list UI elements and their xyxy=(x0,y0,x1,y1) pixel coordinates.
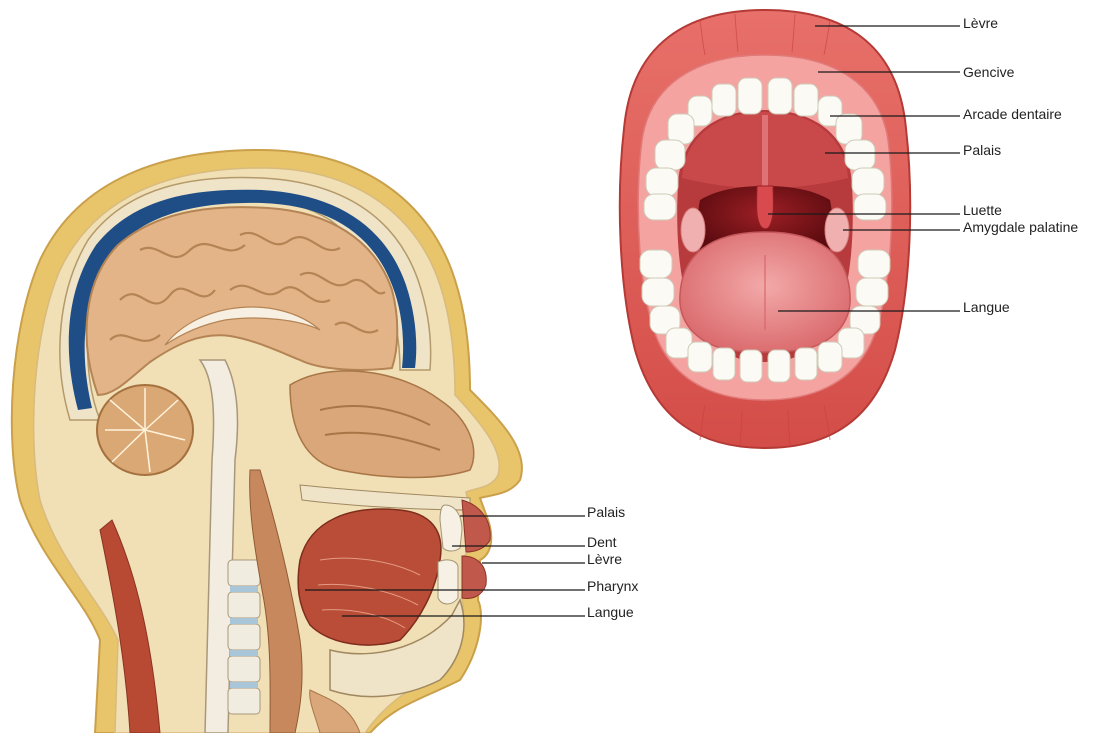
cerebellum xyxy=(97,385,193,475)
upper-lip xyxy=(462,500,490,552)
label-arcade-dentaire: Arcade dentaire xyxy=(963,106,1062,122)
label-langue-mouth: Langue xyxy=(963,299,1010,315)
tonsil-left xyxy=(681,208,705,252)
vertebrae xyxy=(228,560,260,714)
label-levre-mouth: Lèvre xyxy=(963,15,998,31)
uvula xyxy=(757,186,774,229)
label-luette: Luette xyxy=(963,202,1002,218)
open-mouth-illustration xyxy=(620,10,910,448)
label-dent: Dent xyxy=(587,534,617,550)
label-palais-mouth: Palais xyxy=(963,142,1001,158)
label-langue-head: Langue xyxy=(587,604,634,620)
label-amygdale-palatine: Amygdale palatine xyxy=(963,219,1078,235)
label-levre-head: Lèvre xyxy=(587,551,622,567)
head-cross-section xyxy=(12,150,522,733)
label-palais-head: Palais xyxy=(587,504,625,520)
lower-incisor xyxy=(438,560,458,604)
label-pharynx: Pharynx xyxy=(587,578,638,594)
label-gencive: Gencive xyxy=(963,64,1015,80)
lower-lip xyxy=(462,556,486,598)
